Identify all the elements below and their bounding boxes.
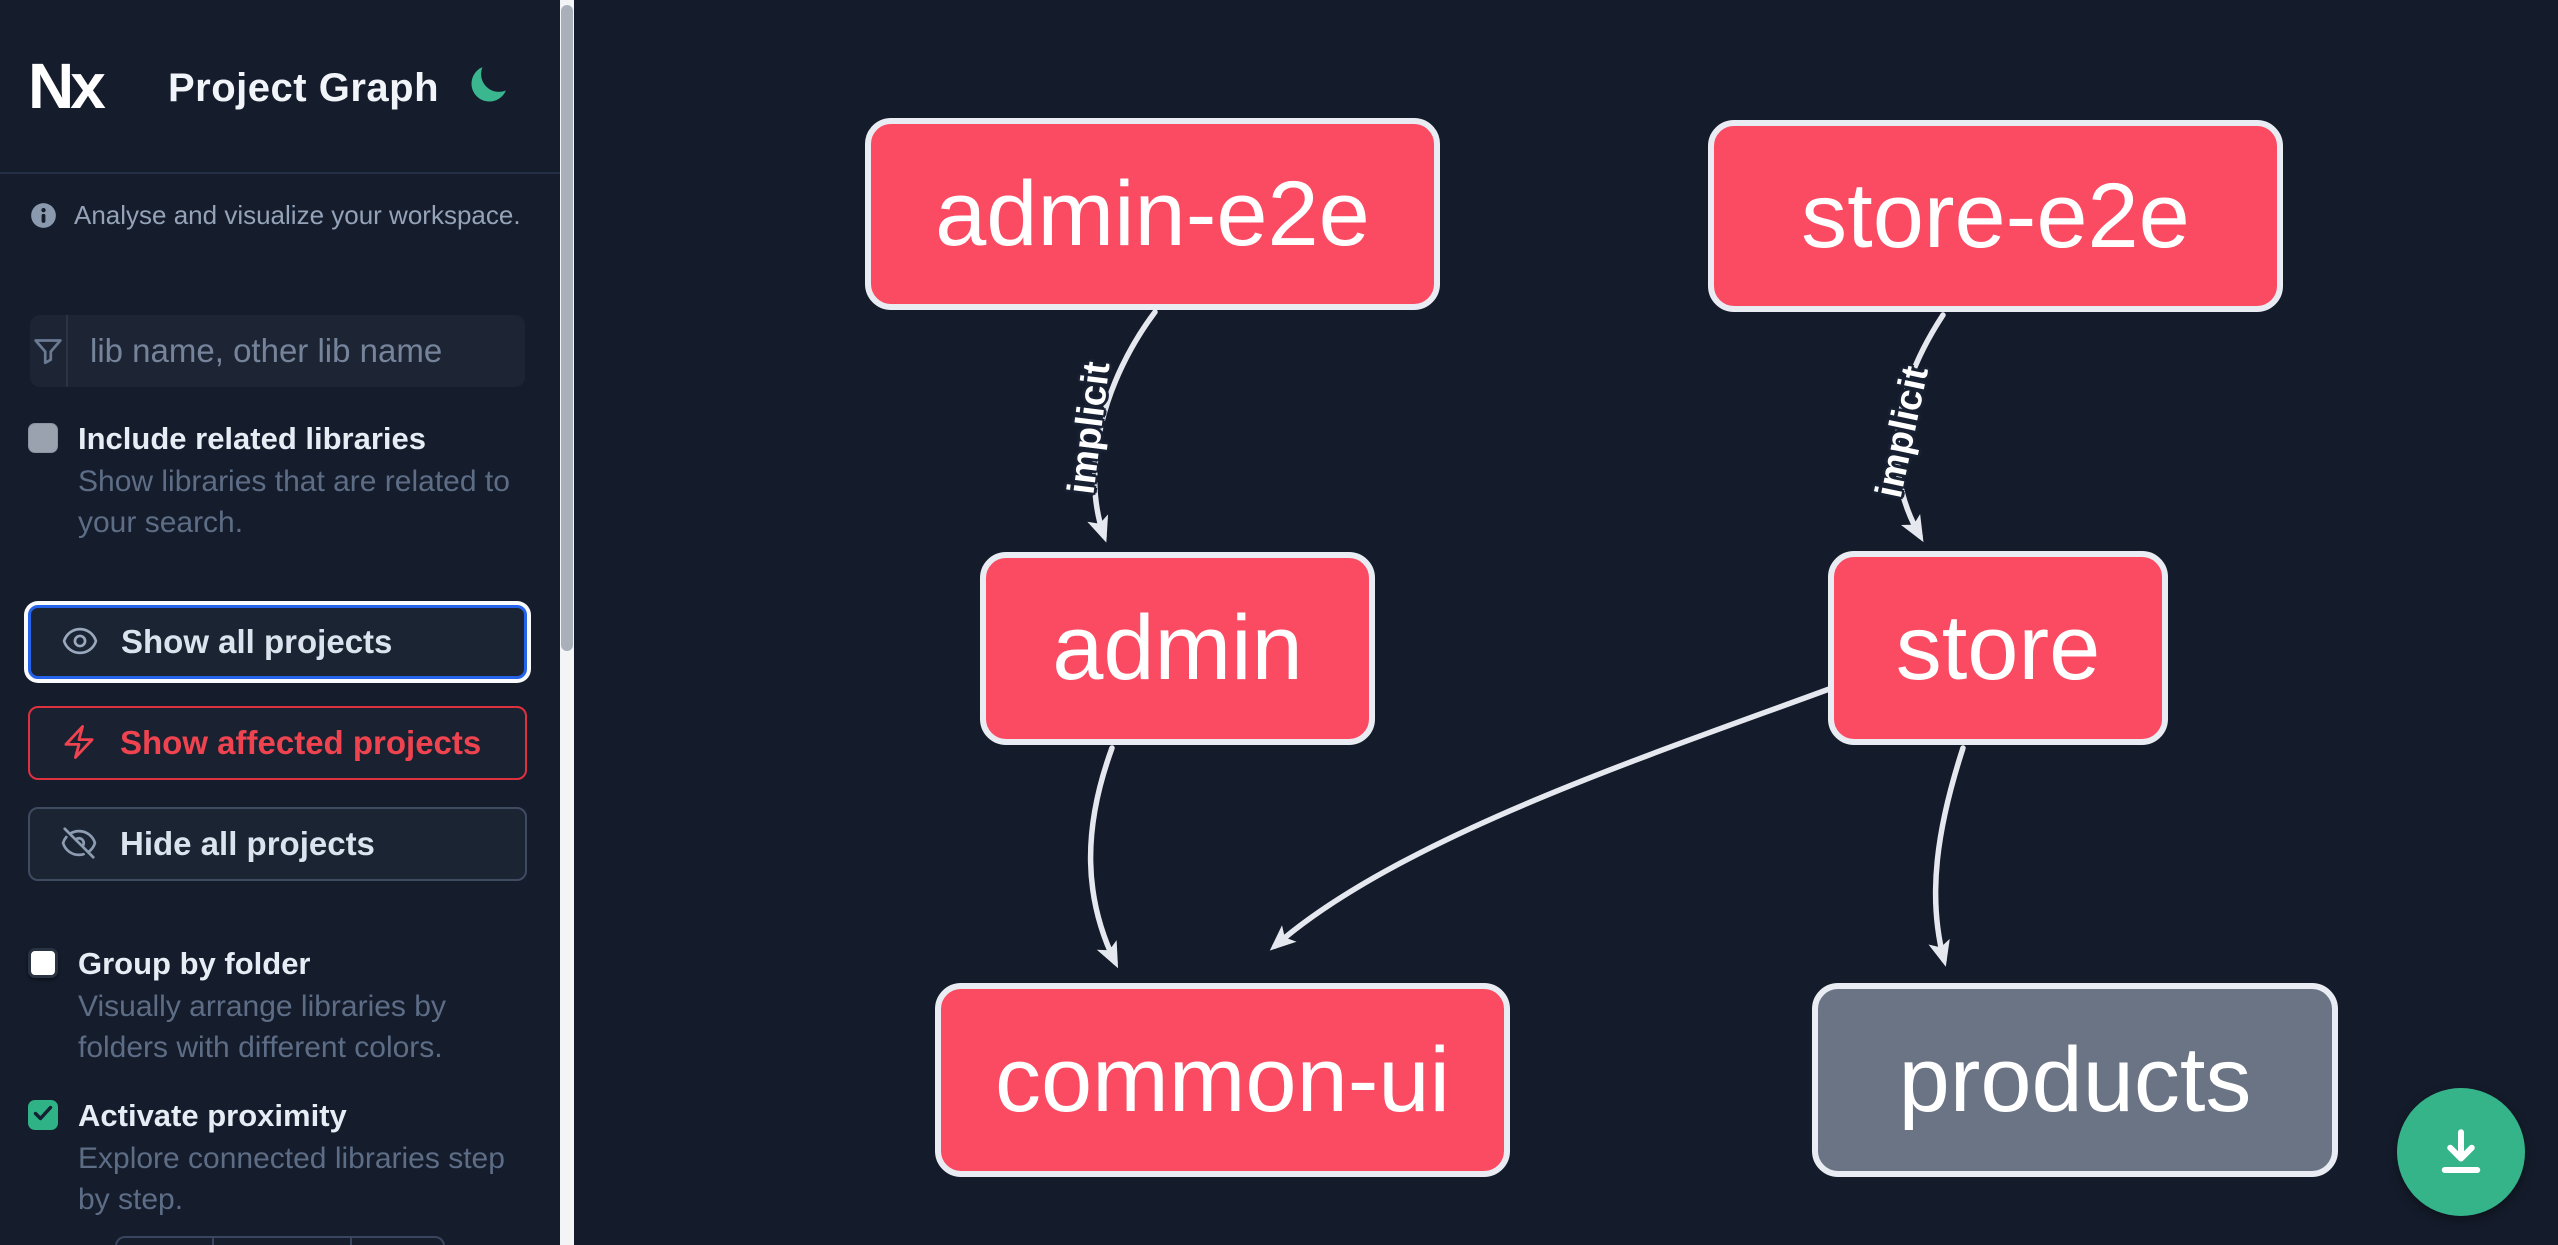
node-admin-e2e[interactable]: admin-e2e: [865, 118, 1440, 310]
info-icon: [30, 202, 57, 229]
include-related-description: Show libraries that are related to your …: [78, 465, 510, 539]
tagline-text: Analyse and visualize your workspace.: [74, 200, 521, 230]
include-related-label: Include related libraries: [78, 421, 427, 456]
node-common-ui[interactable]: common-ui: [935, 983, 1510, 1177]
filter-icon: [30, 315, 68, 387]
hide-all-projects-label: Hide all projects: [120, 825, 375, 862]
download-icon: [2431, 1121, 2491, 1184]
activate-proximity-checkbox[interactable]: [28, 1100, 58, 1130]
moon-icon: [466, 66, 510, 110]
eye-icon: [61, 622, 99, 663]
workspace-info: Analyse and visualize your workspace.: [30, 200, 530, 231]
page-title: Project Graph: [168, 66, 440, 110]
hide-all-projects-button[interactable]: Hide all projects: [28, 807, 527, 881]
search-input[interactable]: [68, 315, 537, 387]
group-by-folder-label: Group by folder: [78, 946, 311, 981]
node-admin[interactable]: admin: [980, 552, 1375, 745]
show-affected-projects-button[interactable]: Show affected projects: [28, 706, 527, 780]
node-store-e2e[interactable]: store-e2e: [1708, 120, 2283, 312]
node-products[interactable]: products: [1812, 983, 2338, 1177]
show-affected-projects-label: Show affected projects: [120, 724, 482, 761]
stepper-divider: [212, 1238, 214, 1245]
sidebar-scrollbar-thumb[interactable]: [561, 5, 573, 651]
sidebar-scrollbar-track[interactable]: [560, 0, 574, 1245]
check-icon: [31, 1101, 55, 1130]
group-by-folder-checkbox[interactable]: [28, 948, 58, 978]
sidebar: Nx Project Graph Analyse and visualize: [0, 0, 560, 1245]
search-box: [30, 315, 537, 387]
eye-slash-icon: [60, 824, 98, 865]
sidebar-header: Nx Project Graph: [0, 0, 560, 174]
show-all-projects-button[interactable]: Show all projects: [28, 605, 527, 679]
activate-proximity-label: Activate proximity: [78, 1098, 347, 1133]
proximity-stepper[interactable]: [115, 1236, 445, 1245]
bolt-icon: [60, 723, 98, 764]
show-all-projects-label: Show all projects: [121, 623, 393, 660]
nx-logo: Nx: [28, 50, 136, 122]
stepper-divider: [350, 1238, 352, 1245]
download-graph-button[interactable]: [2397, 1088, 2525, 1216]
activate-proximity-description: Explore connected libraries step by step…: [78, 1142, 505, 1216]
include-related-checkbox[interactable]: [28, 423, 58, 453]
node-store[interactable]: store: [1828, 551, 2168, 745]
theme-toggle-button[interactable]: [462, 60, 514, 112]
group-by-folder-description: Visually arrange libraries by folders wi…: [78, 990, 446, 1064]
nx-logo-text: Nx: [28, 50, 106, 122]
